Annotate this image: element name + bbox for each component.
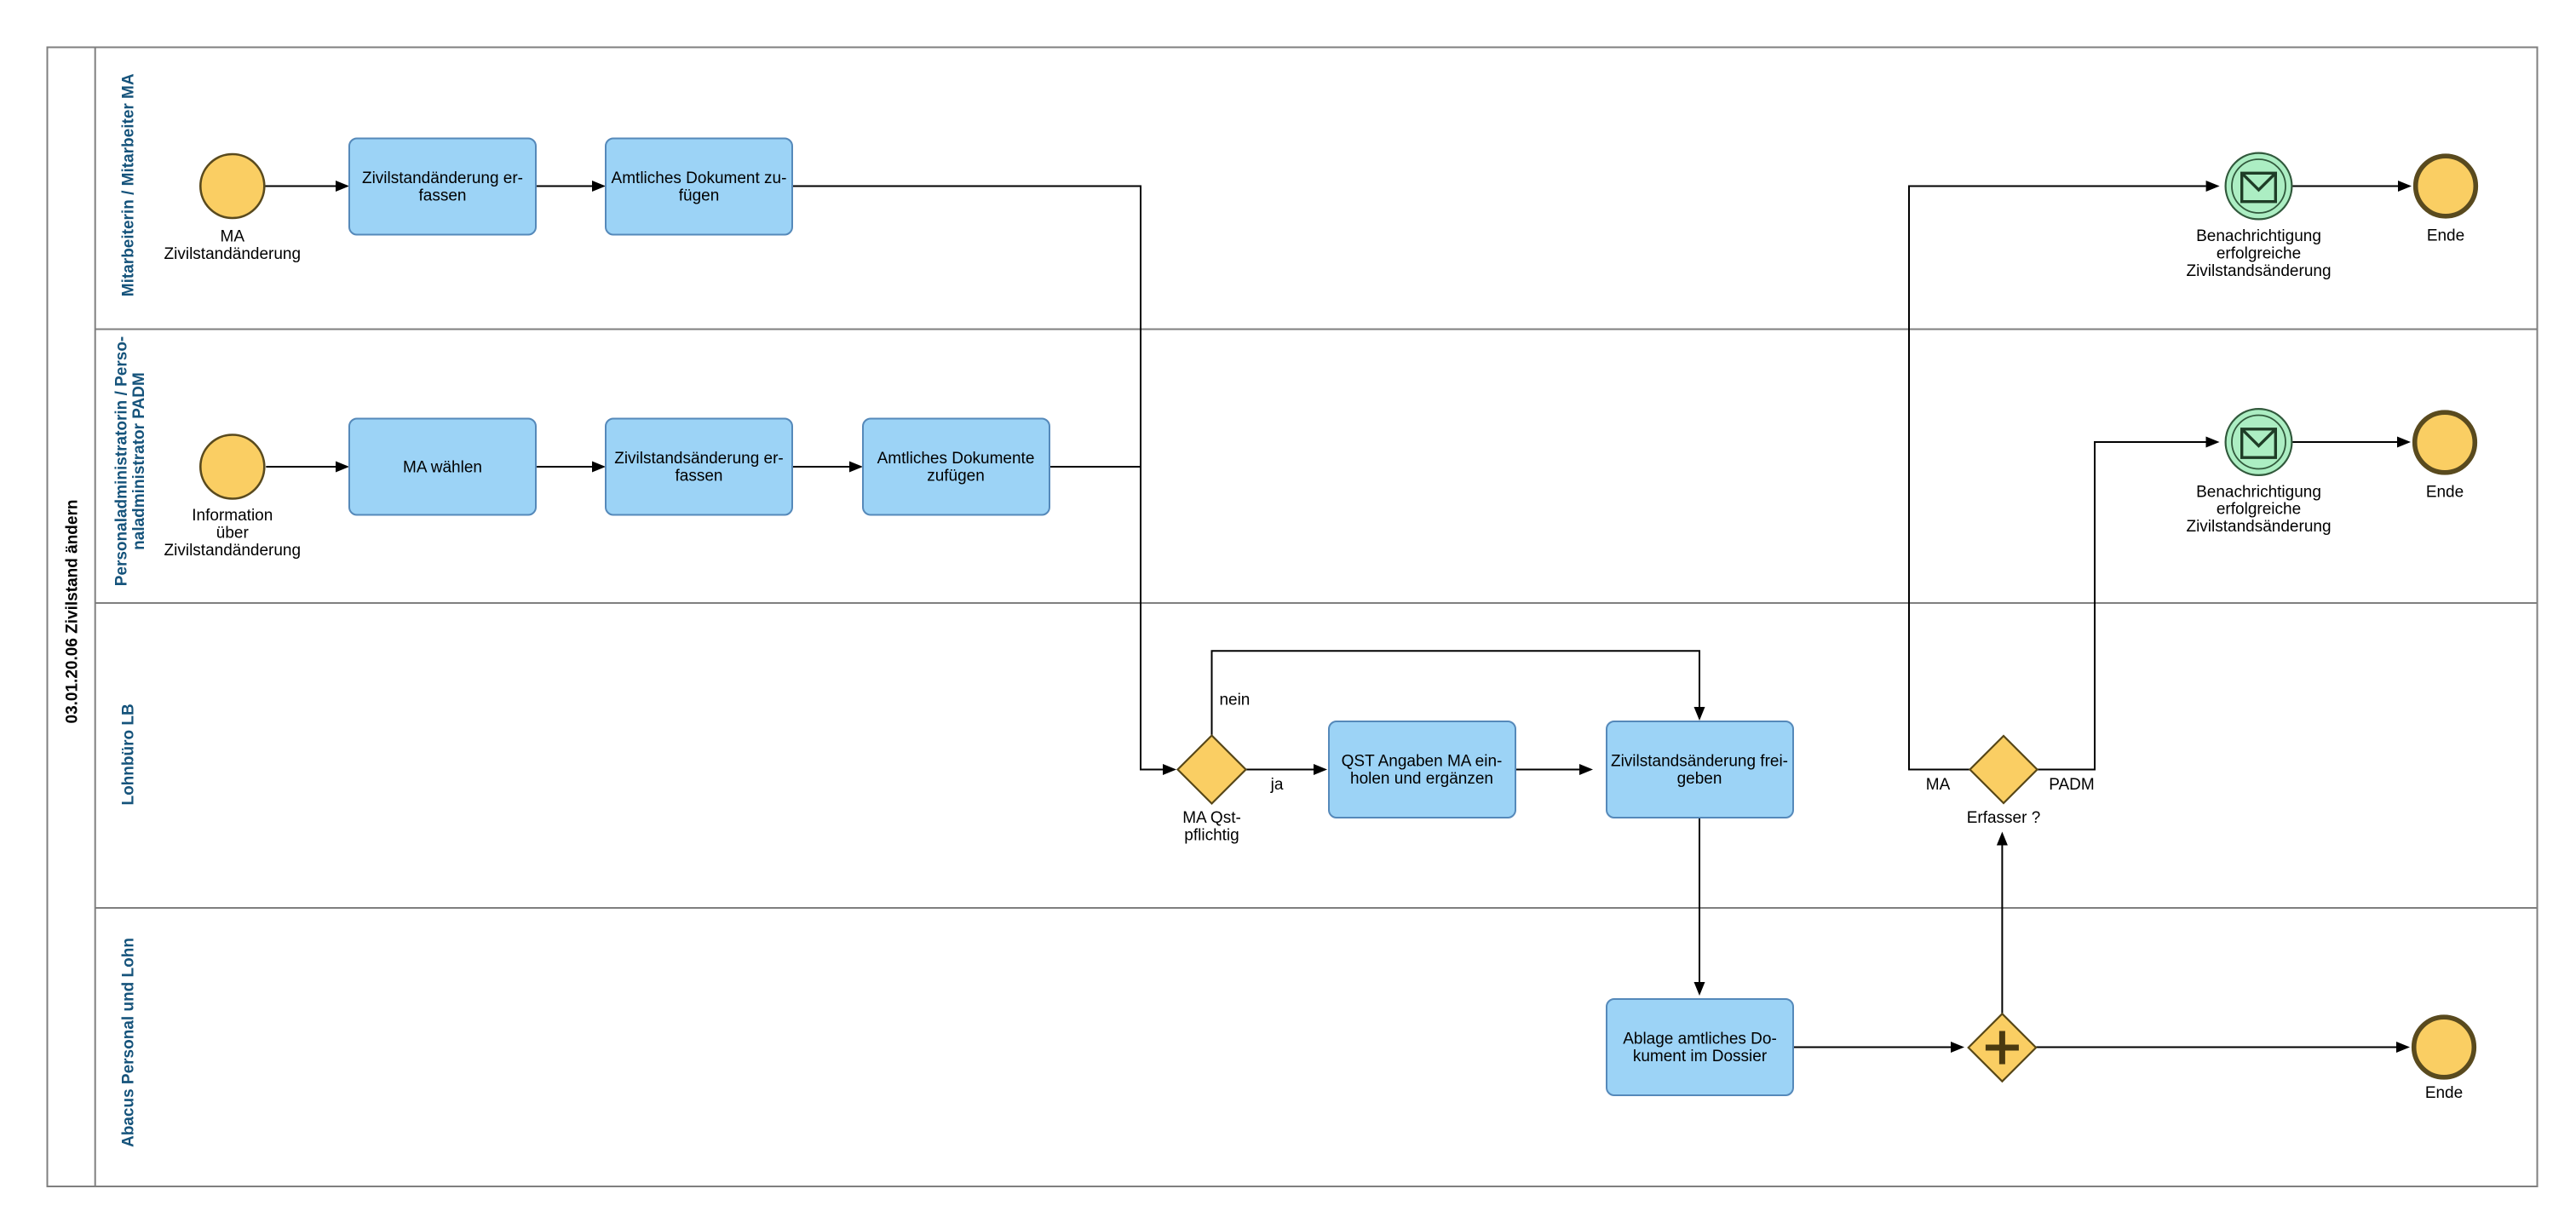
svg-text:Zivilstandsänderung: Zivilstandsänderung xyxy=(2186,518,2331,536)
svg-text:Erfasser ?: Erfasser ? xyxy=(1967,809,2041,827)
svg-text:Ende: Ende xyxy=(2427,227,2464,245)
svg-text:Benachrichtigung: Benachrichtigung xyxy=(2196,483,2321,501)
svg-text:PADM: PADM xyxy=(2049,776,2094,794)
svg-text:MA Qst-: MA Qst- xyxy=(1182,809,1241,827)
svg-text:Benachrichtigung: Benachrichtigung xyxy=(2196,227,2321,245)
svg-text:Ende: Ende xyxy=(2425,1084,2463,1102)
svg-text:über: über xyxy=(216,525,250,543)
svg-text:Ende: Ende xyxy=(2426,483,2464,501)
svg-text:kument im Dossier: kument im Dossier xyxy=(1633,1048,1768,1065)
svg-text:fügen: fügen xyxy=(679,187,720,205)
svg-text:Ablage amtliches Do-: Ablage amtliches Do- xyxy=(1623,1031,1777,1048)
svg-text:Amtliches Dokument zu-: Amtliches Dokument zu- xyxy=(612,169,787,187)
svg-text:erfolgreiche: erfolgreiche xyxy=(2217,501,2301,519)
svg-text:holen und ergänzen: holen und ergänzen xyxy=(1350,770,1493,788)
svg-text:pflichtig: pflichtig xyxy=(1184,826,1239,844)
svg-text:geben: geben xyxy=(1677,770,1722,788)
svg-text:Zivilstandsänderung: Zivilstandsänderung xyxy=(2186,262,2331,280)
svg-text:Zivilstandsänderung frei-: Zivilstandsänderung frei- xyxy=(1611,753,1788,771)
svg-text:Abacus Personal und Lohn: Abacus Personal und Lohn xyxy=(119,938,137,1147)
svg-text:Zivilstandsänderung er-: Zivilstandsänderung er- xyxy=(614,450,784,468)
svg-text:Lohnbüro LB: Lohnbüro LB xyxy=(119,704,137,805)
svg-text:MA: MA xyxy=(221,228,245,246)
svg-text:naladministrator PADM: naladministrator PADM xyxy=(130,372,148,550)
svg-text:MA wählen: MA wählen xyxy=(403,459,482,477)
svg-text:erfolgreiche: erfolgreiche xyxy=(2217,245,2301,263)
svg-text:nein: nein xyxy=(1219,691,1250,709)
svg-text:fassen: fassen xyxy=(419,187,467,205)
svg-text:QST Angaben MA ein-: QST Angaben MA ein- xyxy=(1342,753,1503,771)
svg-text:Amtliches Dokumente: Amtliches Dokumente xyxy=(877,450,1035,468)
svg-text:Mitarbeiterin / Mitarbeiter MA: Mitarbeiterin / Mitarbeiter MA xyxy=(119,73,137,296)
svg-text:ja: ja xyxy=(1270,776,1284,794)
svg-text:Zivilstandänderung er-: Zivilstandänderung er- xyxy=(362,169,523,187)
svg-text:03.01.20.06 Zivilstand ändern: 03.01.20.06 Zivilstand ändern xyxy=(64,500,82,724)
svg-text:zufügen: zufügen xyxy=(927,468,985,485)
svg-text:Information: Information xyxy=(192,507,273,525)
svg-text:Zivilstandänderung: Zivilstandänderung xyxy=(164,245,302,263)
svg-text:Personaladministratorin / Pers: Personaladministratorin / Perso- xyxy=(113,336,131,587)
svg-text:fassen: fassen xyxy=(676,468,723,485)
svg-text:Zivilstandänderung: Zivilstandänderung xyxy=(164,542,302,560)
svg-text:MA: MA xyxy=(1926,776,1951,794)
